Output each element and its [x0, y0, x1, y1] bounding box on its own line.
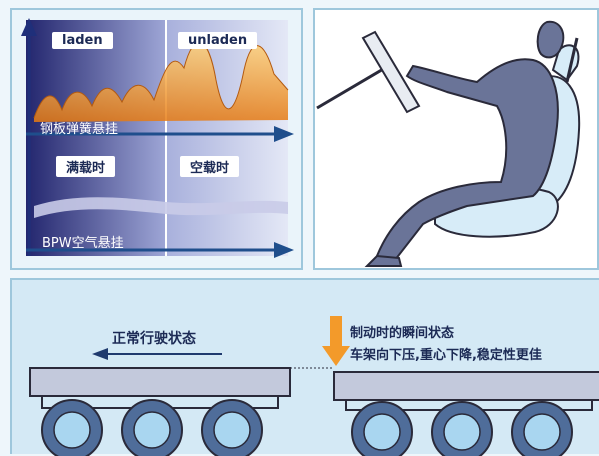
driver-head: [536, 20, 565, 59]
laden-background: [26, 20, 166, 256]
chassis-right: [333, 371, 599, 401]
horizontal-axis-bottom-arrowhead: [274, 242, 294, 258]
leaf-spring-wave-outline: [33, 41, 289, 119]
driver-foot: [364, 254, 403, 267]
wheel-hub: [53, 411, 91, 449]
wheels-right: [351, 401, 573, 456]
empty-load-label: 空载时: [180, 156, 240, 177]
trailer-states-panel: 正常行驶状态 制动时的瞬间状态 车架向下压,重心下降,稳定性更佳: [10, 278, 599, 456]
headrest-post: [565, 37, 579, 83]
air-suspension-caption: BPW空气悬挂: [42, 236, 124, 251]
steering-column: [316, 66, 386, 110]
trailer-states-graphic: [29, 316, 599, 456]
wheel-hub: [363, 413, 401, 451]
horizontal-axis-top-arrowhead: [274, 126, 294, 142]
braking-effect-label: 车架向下压,重心下降,稳定性更佳: [350, 348, 542, 363]
leaf-spring-wave: [34, 42, 288, 122]
direction-arrowhead: [92, 348, 108, 360]
unladen-background: [166, 20, 288, 256]
leaf-spring-caption: 钢板弹簧悬挂: [40, 122, 119, 137]
driver-body: [375, 58, 559, 262]
unladen-label: unladen: [178, 32, 258, 49]
driver-seat-panel: [313, 8, 599, 270]
air-suspension-wave: [34, 197, 288, 218]
suspension-comparison-graphic: [21, 18, 294, 258]
driver-seat-illustration: [316, 20, 581, 267]
steering-wheel: [361, 30, 421, 114]
braking-state-label: 制动时的瞬间状态: [350, 326, 455, 341]
full-load-label: 满载时: [56, 156, 116, 177]
wheel-hub: [133, 411, 171, 449]
wheel-hub: [523, 413, 561, 451]
brake-arrow-head: [322, 346, 350, 366]
chassis-left: [29, 367, 291, 397]
suspension-comparison-panel: laden unladen 钢板弹簧悬挂 满载时 空载时 BPW空气悬挂: [10, 8, 303, 270]
normal-state-label: 正常行驶状态: [112, 331, 196, 347]
laden-label: laden: [52, 32, 113, 49]
vertical-axis-arrowhead: [21, 18, 37, 36]
brake-arrow-shaft: [330, 316, 342, 348]
wheel-hub: [443, 413, 481, 451]
wheel-hub: [213, 411, 251, 449]
wheels-left: [41, 399, 263, 456]
